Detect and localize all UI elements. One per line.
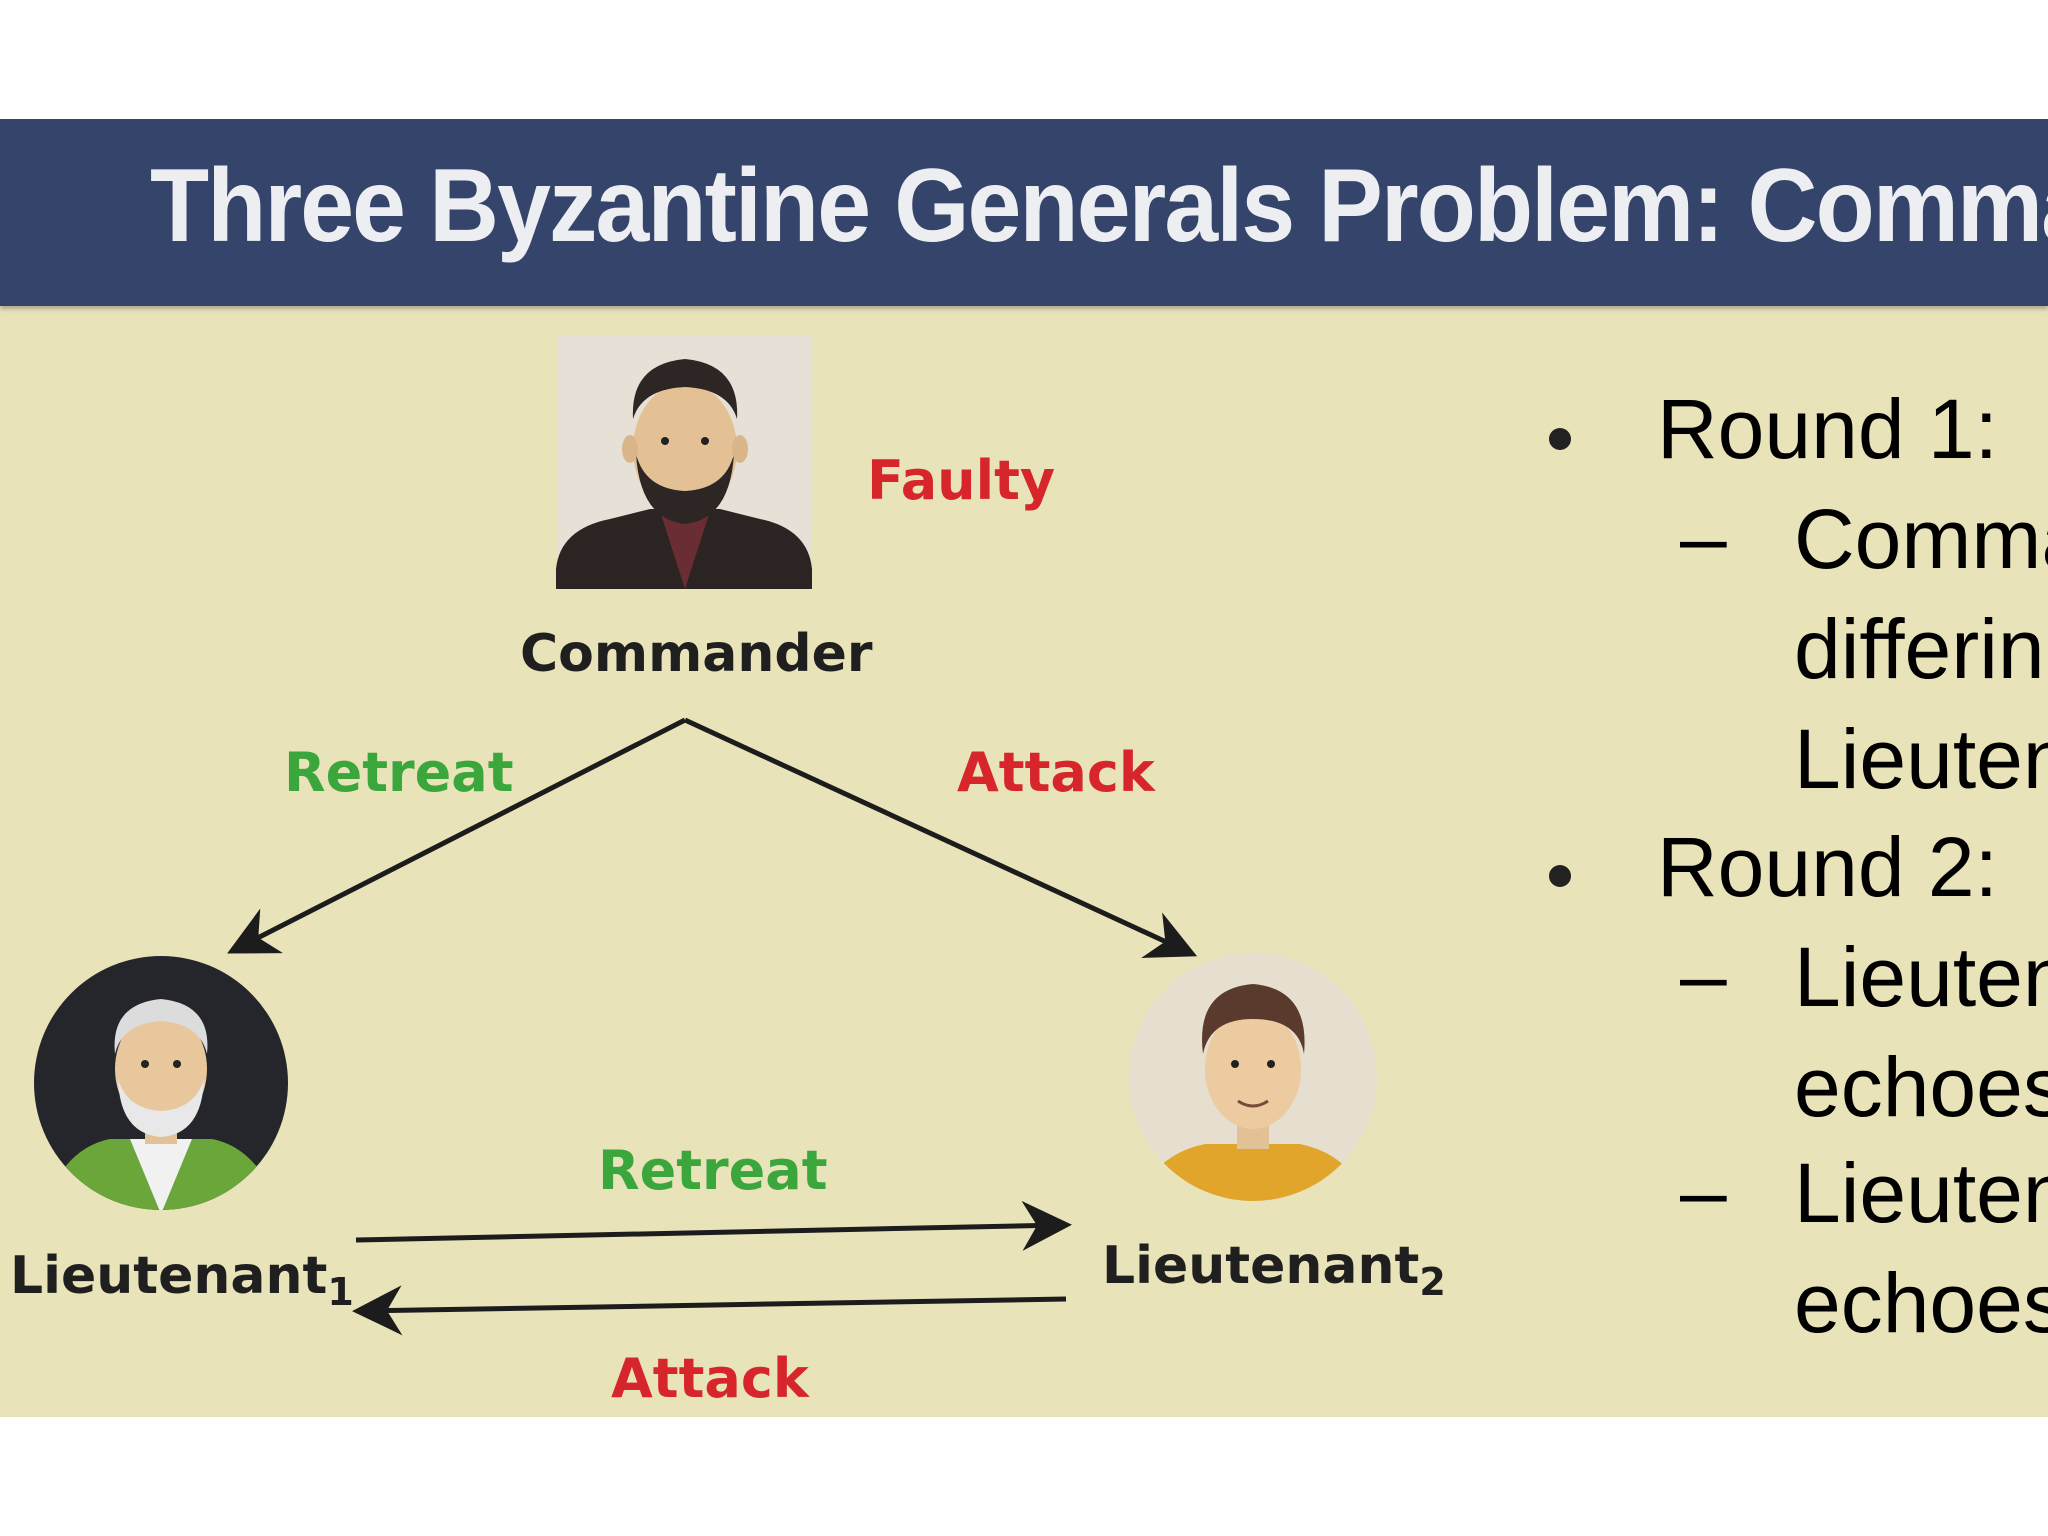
dash: –: [1680, 928, 1727, 1022]
bullet-dot: [1549, 865, 1571, 887]
round2-sub1-line: echoes: [1794, 1040, 2048, 1134]
message-lieutenant1-to-lieutenant2: Retreat: [598, 1139, 828, 1202]
slide: Three Byzantine Generals Problem: Comman…: [0, 119, 2048, 1417]
faulty-label: Faulty: [867, 449, 1056, 512]
arrow-commander-to-lieutenant1: [227, 717, 687, 954]
commander-avatar: [556, 336, 812, 590]
slide-title: Three Byzantine Generals Problem: Comman…: [150, 148, 2048, 264]
dash: –: [1680, 1144, 1727, 1238]
bullet-round1: Round 1:: [1657, 382, 1998, 476]
diagram: [34, 336, 1377, 1336]
lieutenant2-label: Lieutenant2: [1102, 1236, 1446, 1304]
lieutenant1-subscript: 1: [327, 1270, 354, 1314]
title-bar: Three Byzantine Generals Problem: Comman…: [0, 119, 2048, 306]
round2-sub2-line: Lieutena: [1794, 1146, 2048, 1240]
dash: –: [1680, 490, 1727, 584]
lieutenant1-avatar: [34, 956, 288, 1210]
round2-sub2-line: echoes: [1794, 1256, 2048, 1350]
lieutenant2-avatar: [1129, 953, 1377, 1201]
round1-sub-line: Lieutena: [1794, 712, 2048, 806]
bullet-dot: [1549, 428, 1571, 450]
message-commander-to-lieutenant2: Attack: [957, 741, 1155, 804]
arrow-lieutenant2-to-lieutenant1: [352, 1285, 1067, 1336]
bullet-round2: Round 2:: [1657, 820, 1998, 914]
lieutenant1-label-text: Lieutenant: [10, 1246, 328, 1306]
round1-sub-line: differing: [1794, 602, 2048, 696]
lieutenant2-subscript: 2: [1419, 1260, 1446, 1304]
arrow-commander-to-lieutenant2: [683, 717, 1198, 958]
round2-sub1-line: Lieutena: [1794, 930, 2048, 1024]
round1-sub-line: Comma: [1794, 492, 2048, 586]
commander-label: Commander: [520, 624, 873, 684]
arrow-lieutenant1-to-lieutenant2: [355, 1200, 1072, 1251]
message-commander-to-lieutenant1: Retreat: [284, 741, 514, 804]
lieutenant2-label-text: Lieutenant: [1102, 1236, 1420, 1296]
message-lieutenant2-to-lieutenant1: Attack: [611, 1347, 809, 1410]
lieutenant1-label: Lieutenant1: [10, 1246, 354, 1314]
